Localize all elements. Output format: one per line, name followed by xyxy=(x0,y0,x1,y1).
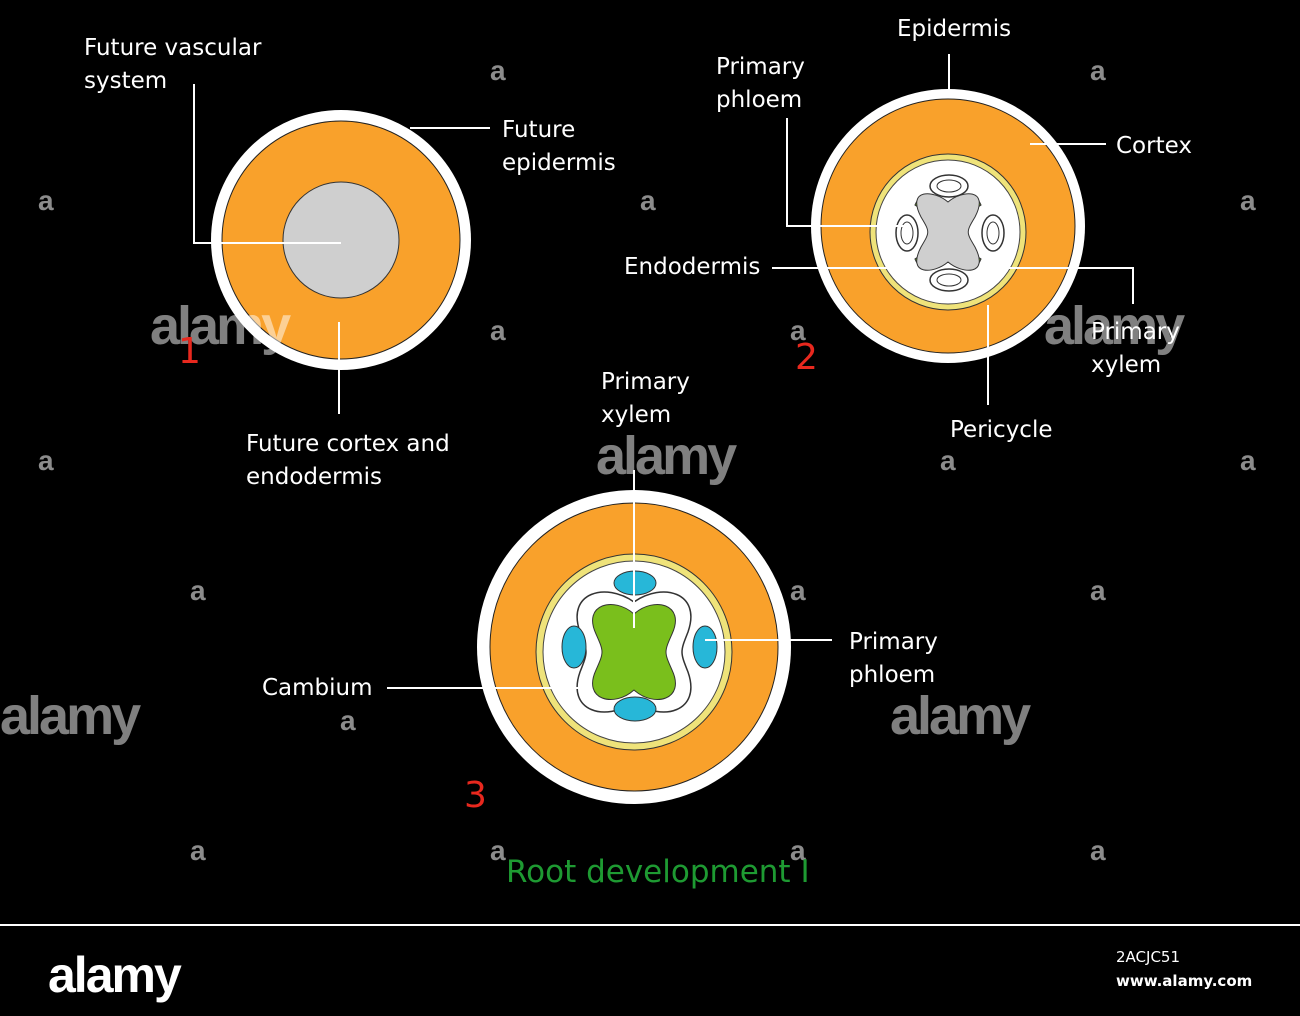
watermark-glyph: a xyxy=(1090,55,1106,86)
watermark-glyph: a xyxy=(38,185,54,216)
watermark-glyph: a xyxy=(1240,185,1256,216)
watermark-glyph: a xyxy=(1240,445,1256,476)
watermark-glyph: a xyxy=(640,185,656,216)
diagram-title: Root development I xyxy=(506,854,810,890)
watermark-glyph: a xyxy=(490,315,506,346)
footer-url[interactable]: www.alamy.com xyxy=(1116,972,1253,990)
stage3-phloem-cells xyxy=(561,570,718,722)
watermark-glyph: a xyxy=(940,445,956,476)
stage2-cross-section xyxy=(772,54,1134,405)
watermark-logo: alamy xyxy=(1044,296,1185,356)
label-future-cortex-endodermis: Future cortex and endodermis xyxy=(246,431,450,490)
stock-footer: alamy 2ACJC51 www.alamy.com xyxy=(0,924,1300,1016)
stage2-leader-phloem xyxy=(786,118,906,227)
label-endodermis: Endodermis xyxy=(624,254,761,280)
watermark-glyph: a xyxy=(340,705,356,736)
watermark-glyph: a xyxy=(790,575,806,606)
watermark-logo: alamy xyxy=(0,686,141,746)
watermark-logo: alamy xyxy=(150,296,291,356)
stage2-number: 2 xyxy=(795,337,818,378)
label-primary-xylem-2: Primary xylem xyxy=(1091,319,1180,378)
label-future-vascular-system: Future vascular system xyxy=(84,35,262,94)
watermark-logo: alamy xyxy=(596,426,737,486)
stage1-leader-vascular xyxy=(193,84,341,244)
stage3-number: 3 xyxy=(464,775,487,816)
stage2-xylem-cross xyxy=(916,193,980,271)
watermark-glyph: a xyxy=(190,835,206,866)
label-primary-phloem-2: Primary phloem xyxy=(716,54,805,113)
stage2-phloem-inner xyxy=(900,179,1000,287)
stage1-future-vascular xyxy=(282,181,400,299)
label-cambium: Cambium xyxy=(262,675,373,701)
root-diagram-svg xyxy=(193,54,1134,804)
label-primary-xylem-3: Primary xylem xyxy=(601,369,690,428)
footer-logo: alamy xyxy=(48,947,182,1003)
stage3-xylem-cross xyxy=(592,604,676,700)
watermark-logo: alamy xyxy=(890,686,1031,746)
stage2-phloem-cells xyxy=(895,174,1005,292)
watermark-glyph: a xyxy=(490,835,506,866)
watermark-glyph: a xyxy=(1090,835,1106,866)
label-pericycle: Pericycle xyxy=(950,417,1053,443)
stage1-cross-section xyxy=(193,84,490,414)
label-epidermis: Epidermis xyxy=(897,16,1012,42)
stage2-leader-xylem xyxy=(983,267,1134,304)
watermark-glyph: a xyxy=(190,575,206,606)
label-future-epidermis: Future epidermis xyxy=(502,117,616,176)
watermark-glyph: a xyxy=(790,835,806,866)
label-cortex: Cortex xyxy=(1116,133,1192,159)
footer-image-id: 2ACJC51 xyxy=(1116,948,1180,966)
watermark-glyph: a xyxy=(490,55,506,86)
watermark-glyph: a xyxy=(1090,575,1106,606)
stage1-number: 1 xyxy=(178,331,201,372)
stage3-cross-section xyxy=(387,470,832,804)
watermark-glyph: a xyxy=(790,315,806,346)
label-primary-phloem-3: Primary phloem xyxy=(849,629,938,688)
watermark-glyph: a xyxy=(38,445,54,476)
